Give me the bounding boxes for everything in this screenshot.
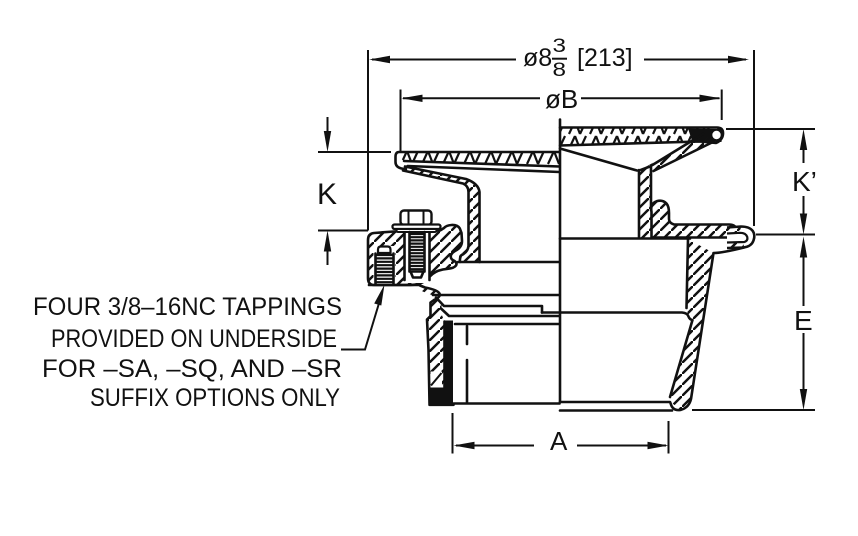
svg-text:ø8: ø8	[523, 44, 552, 72]
svg-text:[213]: [213]	[577, 44, 633, 72]
svg-text:A: A	[550, 426, 568, 456]
svg-text:FOUR 3/8–16NC TAPPINGS: FOUR 3/8–16NC TAPPINGS	[33, 293, 342, 321]
svg-text:K’: K’	[792, 166, 817, 197]
svg-text:øB: øB	[545, 84, 578, 114]
svg-text:8: 8	[553, 60, 567, 81]
svg-text:FOR –SA, –SQ, AND –SR: FOR –SA, –SQ, AND –SR	[42, 355, 342, 383]
svg-text:K: K	[317, 178, 337, 211]
svg-text:E: E	[794, 305, 813, 336]
svg-text:PROVIDED ON UNDERSIDE: PROVIDED ON UNDERSIDE	[51, 325, 337, 353]
svg-text:3: 3	[553, 36, 567, 57]
svg-text:SUFFIX OPTIONS ONLY: SUFFIX OPTIONS ONLY	[90, 384, 340, 412]
